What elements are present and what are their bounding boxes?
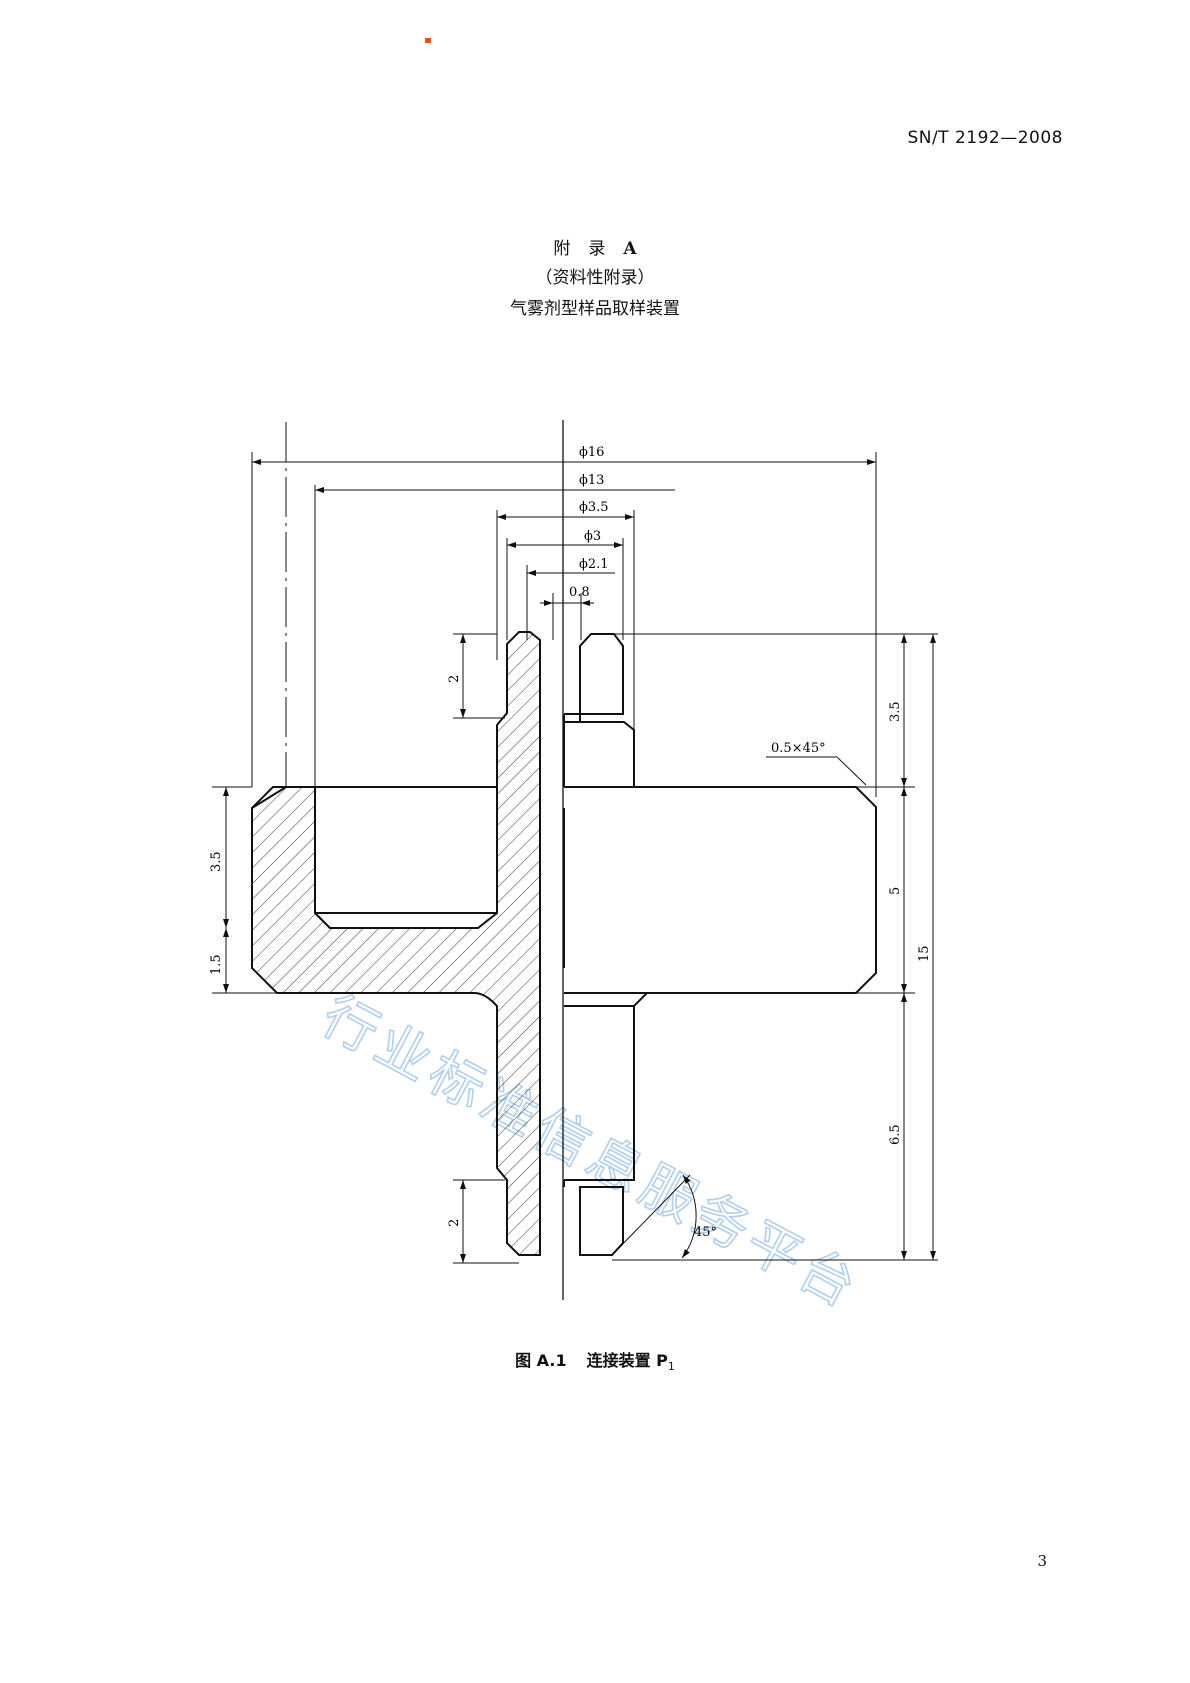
dim-2-top: 2 bbox=[447, 675, 462, 683]
dim-chamfer: 0.5×45° bbox=[771, 741, 826, 756]
dim-phi3-5: ϕ3.5 bbox=[579, 500, 609, 515]
figure-caption-prefix: 图 A.1 bbox=[515, 1351, 567, 1370]
dim-1-5-left: 1.5 bbox=[209, 954, 224, 975]
appendix-type: （资料性附录） bbox=[535, 268, 655, 288]
dim-phi16: ϕ16 bbox=[579, 445, 604, 460]
figure-caption-text: 连接装置 P bbox=[586, 1351, 668, 1370]
dim-phi3: ϕ3 bbox=[584, 529, 601, 544]
dim-2-bottom: 2 bbox=[447, 1219, 462, 1227]
standard-code: SN/T 2192—2008 bbox=[907, 128, 1063, 148]
right-body bbox=[564, 786, 877, 994]
appendix-heading: 气雾剂型样品取样装置 bbox=[510, 299, 680, 319]
watermark: 行业标准信息服务平台 bbox=[312, 984, 871, 1321]
dim-3-5-left: 3.5 bbox=[209, 851, 224, 872]
dim-6-5: 6.5 bbox=[888, 1124, 903, 1145]
dim-0-8: 0.8 bbox=[569, 585, 590, 600]
figure-caption-sub: 1 bbox=[667, 1360, 675, 1374]
orange-mark bbox=[425, 38, 431, 43]
appendix-label: 附 bbox=[553, 239, 571, 259]
dim-15: 15 bbox=[917, 945, 932, 962]
dim-5: 5 bbox=[888, 887, 903, 895]
dim-phi2-1: ϕ2.1 bbox=[579, 557, 609, 572]
appendix-label-2: 录 bbox=[588, 239, 606, 259]
figure-caption: 图 A.1 连接装置 P1 bbox=[0, 1347, 1190, 1373]
appendix-letter: A bbox=[623, 239, 637, 259]
dim-3-5-right: 3.5 bbox=[888, 701, 903, 722]
dim-angle-45: 45° bbox=[694, 1225, 717, 1240]
hatched-section bbox=[251, 631, 541, 1256]
page-number: 3 bbox=[1037, 1552, 1047, 1570]
dim-phi13: ϕ13 bbox=[579, 473, 604, 488]
